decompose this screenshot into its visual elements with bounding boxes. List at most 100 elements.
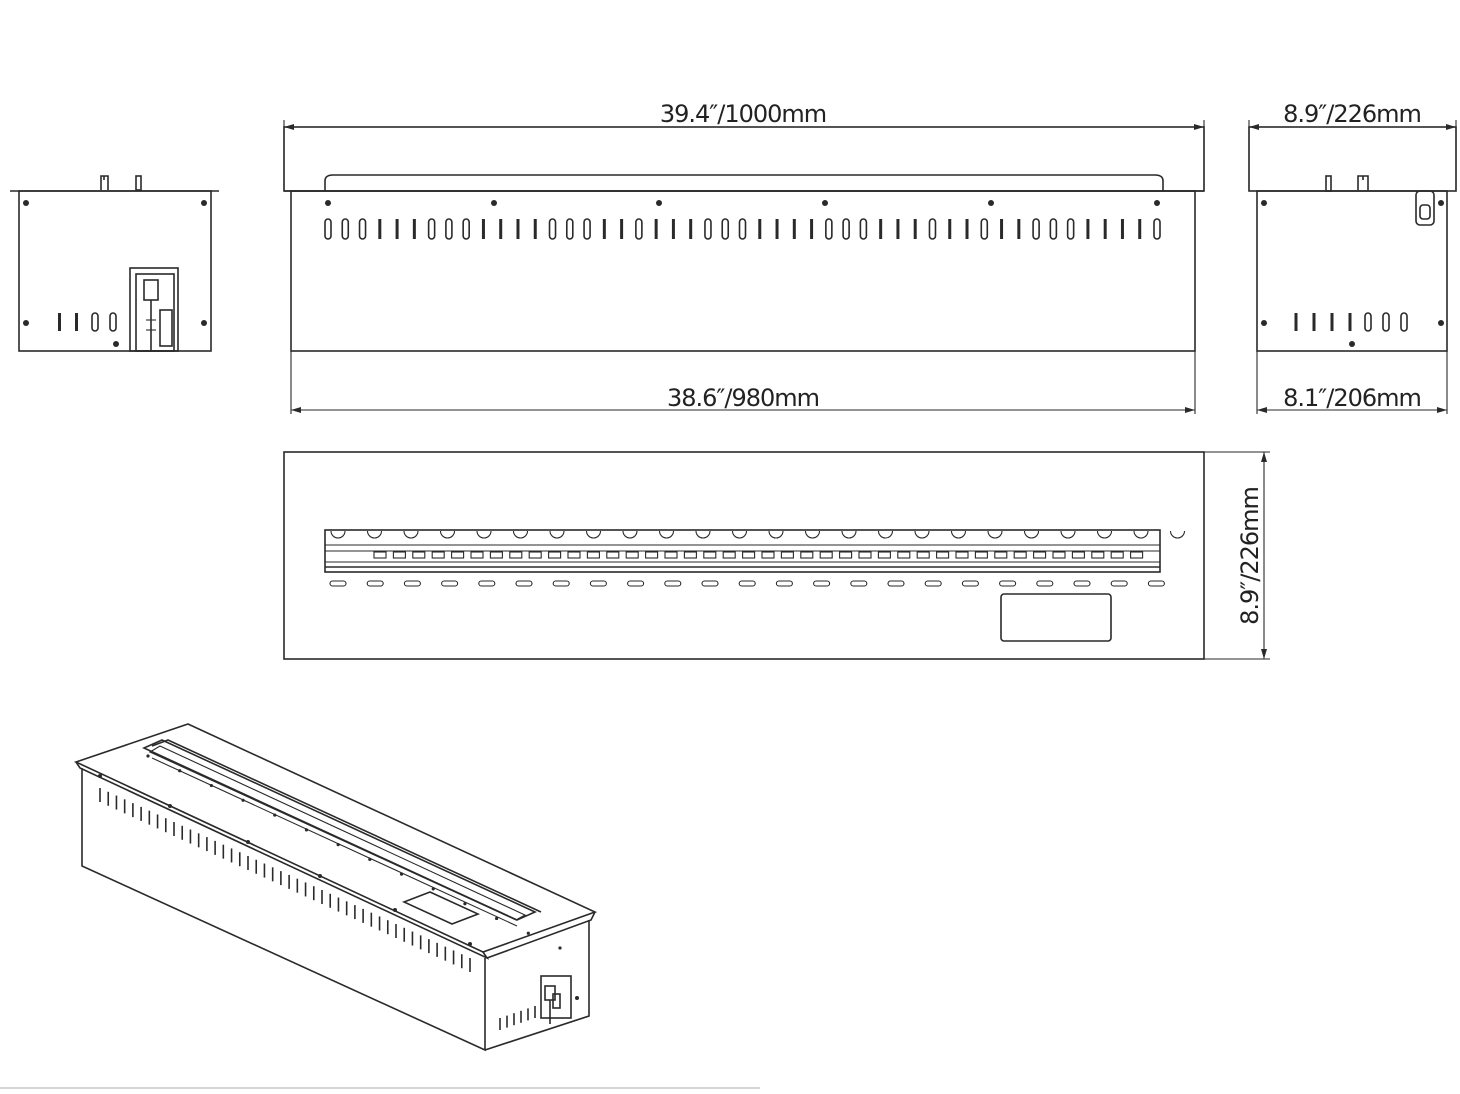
front-view <box>283 120 1205 414</box>
vent-slot <box>533 219 537 239</box>
vent-slot <box>859 218 868 240</box>
screw-dot <box>822 200 828 206</box>
vent-slot <box>565 218 574 240</box>
vent-slot <box>1364 312 1372 332</box>
burner-hole <box>549 530 565 539</box>
top-dot <box>178 769 182 773</box>
vent-slot <box>792 219 796 239</box>
top-dot <box>368 857 372 861</box>
vent-slot <box>1066 218 1075 240</box>
top-dot <box>558 946 562 950</box>
burner-slot <box>625 551 639 559</box>
screw-dot <box>98 774 102 778</box>
burner-slot <box>703 551 717 559</box>
vent-slot <box>1153 218 1161 240</box>
burner-slot <box>606 551 620 559</box>
top-vent <box>813 580 831 587</box>
burner-slot <box>1052 551 1066 559</box>
top-dot <box>146 754 150 758</box>
screw-dot <box>325 200 331 206</box>
vent-slot <box>358 218 367 240</box>
isometric-view <box>73 723 598 1052</box>
burner-slot <box>392 551 406 559</box>
vent-slot <box>980 218 989 240</box>
top-vent <box>478 580 496 587</box>
burner-slot <box>839 551 853 559</box>
top-vent <box>329 580 347 587</box>
top-dot <box>431 887 435 891</box>
vent-slot <box>1138 219 1142 239</box>
vent-slot <box>548 218 557 240</box>
vent-slot <box>1348 313 1352 331</box>
vent-slot <box>1049 218 1058 240</box>
burner-slot <box>412 551 426 559</box>
burner-slot <box>431 551 445 559</box>
vent-slot <box>378 219 382 239</box>
burner-slot <box>1033 551 1047 559</box>
vent-slot <box>928 218 937 240</box>
overall-length-label: 39.4″/1000mm <box>660 100 826 128</box>
screw-dot <box>491 200 497 206</box>
top-view-depth-label: 8.9″/226mm <box>1236 487 1264 625</box>
top-dot <box>209 783 213 788</box>
vent-slot <box>1032 218 1040 240</box>
vent-slot <box>445 218 453 240</box>
top-vent <box>552 580 570 587</box>
vent-slot <box>704 218 712 240</box>
vent-slot <box>671 219 675 239</box>
burner-hole <box>841 530 857 539</box>
burner-slot <box>1130 551 1144 559</box>
top-vent <box>627 580 645 587</box>
vent-slot <box>948 219 952 239</box>
top-vent <box>701 580 719 587</box>
vent-slot <box>602 219 606 239</box>
top-vent <box>775 580 793 587</box>
burner-hole <box>731 530 748 539</box>
burner-hole <box>1060 530 1076 539</box>
burner-hole <box>366 530 383 539</box>
top-vent <box>1147 580 1165 587</box>
burner-hole <box>804 530 821 539</box>
burner-hole <box>439 530 456 539</box>
burner-slot <box>974 551 988 559</box>
burner-hole <box>950 530 967 539</box>
top-vent <box>924 580 942 587</box>
screw-dot <box>656 200 662 206</box>
burner-slot <box>936 551 950 559</box>
right-side-view <box>1248 120 1457 414</box>
top-vent <box>366 580 384 587</box>
vent-slot <box>1120 219 1124 239</box>
vent-slot <box>1330 313 1334 331</box>
vent-slot <box>879 219 883 239</box>
vent-slot <box>1086 219 1090 239</box>
burner-slot <box>528 551 542 559</box>
vent-slot <box>1382 312 1390 332</box>
burner-hole <box>877 530 894 539</box>
burner-hole <box>403 530 419 539</box>
vent-slot <box>842 218 850 240</box>
burner-hole <box>512 530 529 539</box>
burner-slot <box>722 551 736 559</box>
top-vent <box>1073 580 1091 587</box>
vent-slot <box>775 219 779 239</box>
vent-slot <box>1103 219 1107 239</box>
burner-slot <box>567 551 581 559</box>
screw-dot <box>246 840 250 844</box>
burner-slot <box>858 551 872 559</box>
top-vent <box>1036 580 1054 587</box>
burner-hole <box>1023 530 1040 539</box>
burner-slot <box>509 551 523 559</box>
burner-slot <box>1071 551 1085 559</box>
burner-slot <box>780 551 794 559</box>
burner-slot <box>877 551 891 559</box>
burner-slot <box>916 551 930 559</box>
burner-hole <box>987 530 1003 539</box>
burner-hole <box>585 530 602 539</box>
burner-hole <box>1169 530 1186 539</box>
top-vent <box>1110 580 1128 587</box>
vent-slot <box>412 219 416 239</box>
burner-slot <box>645 551 659 559</box>
vent-slot <box>516 219 520 239</box>
top-vent <box>850 580 868 587</box>
